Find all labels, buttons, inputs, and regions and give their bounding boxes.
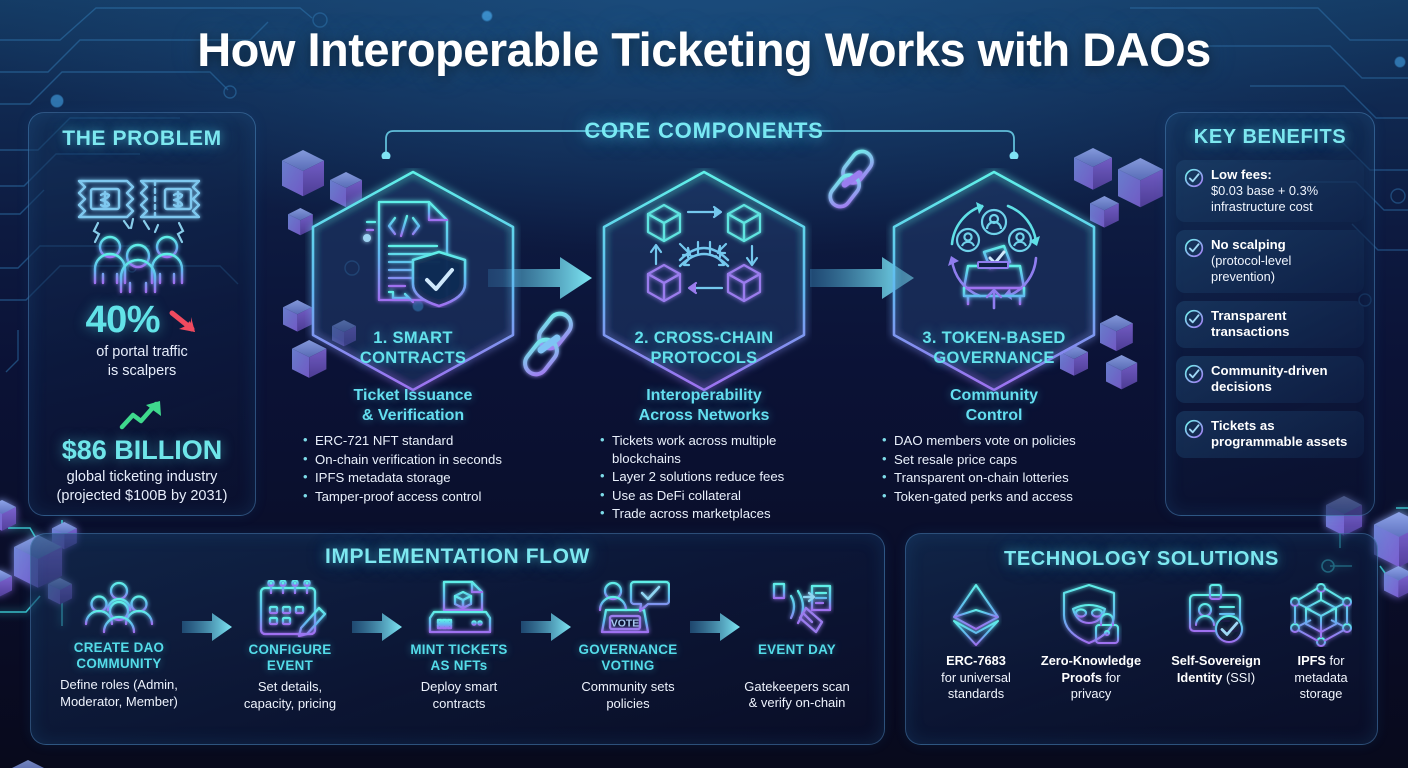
list-item: Tamper-proof access control (303, 487, 533, 506)
list-item: On-chain verification in seconds (303, 450, 533, 469)
flow-arrow-4 (690, 613, 740, 641)
problem-stat-value: 40% (85, 299, 161, 341)
benefit-item[interactable]: No scalping(protocol-level prevention) (1176, 230, 1364, 293)
smart-contract-document-shield-icon (363, 200, 467, 308)
people-group-icon (84, 581, 154, 634)
check-circle-icon (1184, 419, 1204, 439)
tech-item-erc7683[interactable]: ERC-7683 for universal standards (920, 583, 1032, 703)
component-hex-1[interactable]: 1. SMART CONTRACTS (305, 168, 521, 394)
component-hex-1-label: 1. SMART CONTRACTS (359, 329, 467, 367)
flow-step-governance-voting[interactable]: VOTE GOVERNANCE VOTING Community sets po… (553, 580, 703, 712)
list-item: Set resale price caps (882, 450, 1112, 469)
benefits-panel-title: KEY BENEFITS (1193, 126, 1347, 148)
chain-link-icon-right (828, 149, 874, 209)
component-hex-3-label: 3. TOKEN-BASED GOVERNANCE (922, 329, 1066, 367)
problem-panel-title: THE PROBLEM (62, 127, 222, 150)
torn-ticket-scalpers-icon (77, 179, 201, 294)
benefit-item[interactable]: Low fees:$0.03 base + 0.3% infrastructur… (1176, 160, 1364, 223)
flow-step-mint-tickets[interactable]: MINT TICKETS AS NFTs Deploy smart contra… (384, 580, 534, 712)
implementation-flow-panel: IMPLEMENTATION FLOW (30, 533, 885, 745)
flow-arrow-3 (521, 613, 571, 641)
flow-step-create-dao[interactable]: CREATE DAO COMMUNITY Define roles (Admin… (44, 580, 194, 710)
component-3-bullets: DAO members vote on policies Set resale … (882, 431, 1112, 506)
core-components-title: CORE COMPONENTS (584, 118, 824, 143)
component-hex-2-label: 2. CROSS-CHAIN PROTOCOLS (634, 329, 774, 367)
page-title: How Interoperable Ticketing Works with D… (0, 22, 1408, 77)
core-components-bracket (381, 130, 1019, 159)
list-item: IPFS metadata storage (303, 468, 533, 487)
component-2-heading: Interoperability Across Networks (638, 387, 770, 424)
benefits-panel: KEY BENEFITS Low fees:$0.03 base + 0.3% … (1165, 112, 1375, 516)
list-item: DAO members vote on policies (882, 431, 1112, 450)
check-circle-icon (1184, 309, 1204, 328)
tech-item-ssi[interactable]: Self-Sovereign Identity (SSI) (1160, 583, 1272, 686)
ipfs-rest1: for (1329, 653, 1345, 668)
benefit-item[interactable]: Tickets as programmable assets (1176, 411, 1364, 459)
tech-item-zk-proofs[interactable]: Zero-Knowledge Proofs for privacy (1035, 583, 1147, 703)
benefit-rest: $0.03 base + 0.3% infrastructure cost (1211, 183, 1319, 214)
vote-podium-icon: VOTE (598, 580, 670, 634)
component-hex-2[interactable]: 2. CROSS-CHAIN PROTOCOLS (596, 168, 812, 394)
zk-mask-lock-shield-icon (1062, 583, 1120, 645)
calendar-pencil-icon (259, 580, 327, 638)
component-1-heading: Ticket Issuance & Verification (353, 387, 473, 424)
cross-chain-bridge-blocks-icon (646, 203, 762, 303)
benefit-item[interactable]: Community-driven decisions (1176, 355, 1364, 403)
list-item: Token-gated perks and access (882, 487, 1112, 506)
list-item: Transparent on-chain lotteries (882, 468, 1112, 487)
nft-printer-icon (428, 580, 492, 634)
ipfs-network-cube-icon (1290, 583, 1352, 647)
technology-solutions-panel: TECHNOLOGY SOLUTIONS (905, 533, 1378, 745)
benefit-rest: (protocol-level prevention) (1211, 253, 1292, 285)
list-item: Tickets work across multiple blockchains (600, 431, 830, 467)
check-circle-icon (1184, 364, 1204, 383)
flow-arrow-2 (352, 613, 402, 641)
benefit-bold: No scalping (1211, 237, 1286, 253)
problem-stat2-desc: global ticketing industry (projected $10… (56, 469, 228, 504)
core-flow-arrow-2 (810, 257, 914, 299)
list-item: Trade across marketplaces (600, 504, 830, 523)
check-circle-icon (1184, 168, 1204, 188)
flow-arrow-1 (182, 613, 232, 641)
ticket-scanner-icon (767, 582, 832, 634)
list-item: Layer 2 solutions reduce fees (600, 467, 830, 486)
governance-ballot-members-cycle-icon (948, 202, 1040, 310)
identity-card-check-icon (1188, 583, 1244, 644)
technology-solutions-title: TECHNOLOGY SOLUTIONS (1004, 548, 1279, 570)
benefit-bold: Community-driven decisions (1211, 362, 1328, 394)
flow-step-event-day[interactable]: EVENT DAY Gatekeepers scan & verify on-c… (722, 580, 872, 712)
component-3-heading: Community Control (950, 387, 1038, 424)
flow-step-configure-event[interactable]: CONFIGURE EVENT Set details, capacity, p… (215, 580, 365, 712)
chain-link-icon-left (523, 311, 573, 377)
list-item: Use as DeFi collateral (600, 486, 830, 505)
page-title-text: How Interoperable Ticketing Works with D… (197, 23, 1211, 76)
component-1-bullets: ERC-721 NFT standard On-chain verificati… (303, 431, 533, 506)
list-item: ERC-721 NFT standard (303, 431, 533, 450)
benefit-bold: Low fees: (1211, 167, 1272, 182)
up-trend-arrow-icon (119, 401, 161, 430)
vote-label: VOTE (611, 618, 640, 630)
benefit-bold: Transparent transactions (1211, 307, 1290, 339)
component-2-bullets: Tickets work across multiple blockchains… (600, 431, 830, 524)
component-hex-3[interactable]: 3. TOKEN-BASED GOVERNANCE (886, 168, 1102, 394)
problem-panel: THE PROBLEM 40% (28, 112, 256, 516)
benefit-item[interactable]: Transparent transactions (1176, 300, 1364, 348)
check-circle-icon (1184, 239, 1204, 258)
core-flow-arrow-1 (488, 257, 592, 299)
problem-stat-desc: of portal traffic is scalpers (96, 344, 188, 379)
down-arrow-icon (169, 310, 195, 332)
ethereum-diamond-icon (953, 584, 999, 646)
implementation-flow-title: IMPLEMENTATION FLOW (325, 545, 590, 568)
benefit-bold: Tickets as programmable assets (1211, 418, 1348, 450)
tech-item-ipfs[interactable]: IPFS for metadata for metadata storage (1265, 583, 1377, 703)
problem-stat2-value: $86 BILLION (61, 435, 223, 465)
